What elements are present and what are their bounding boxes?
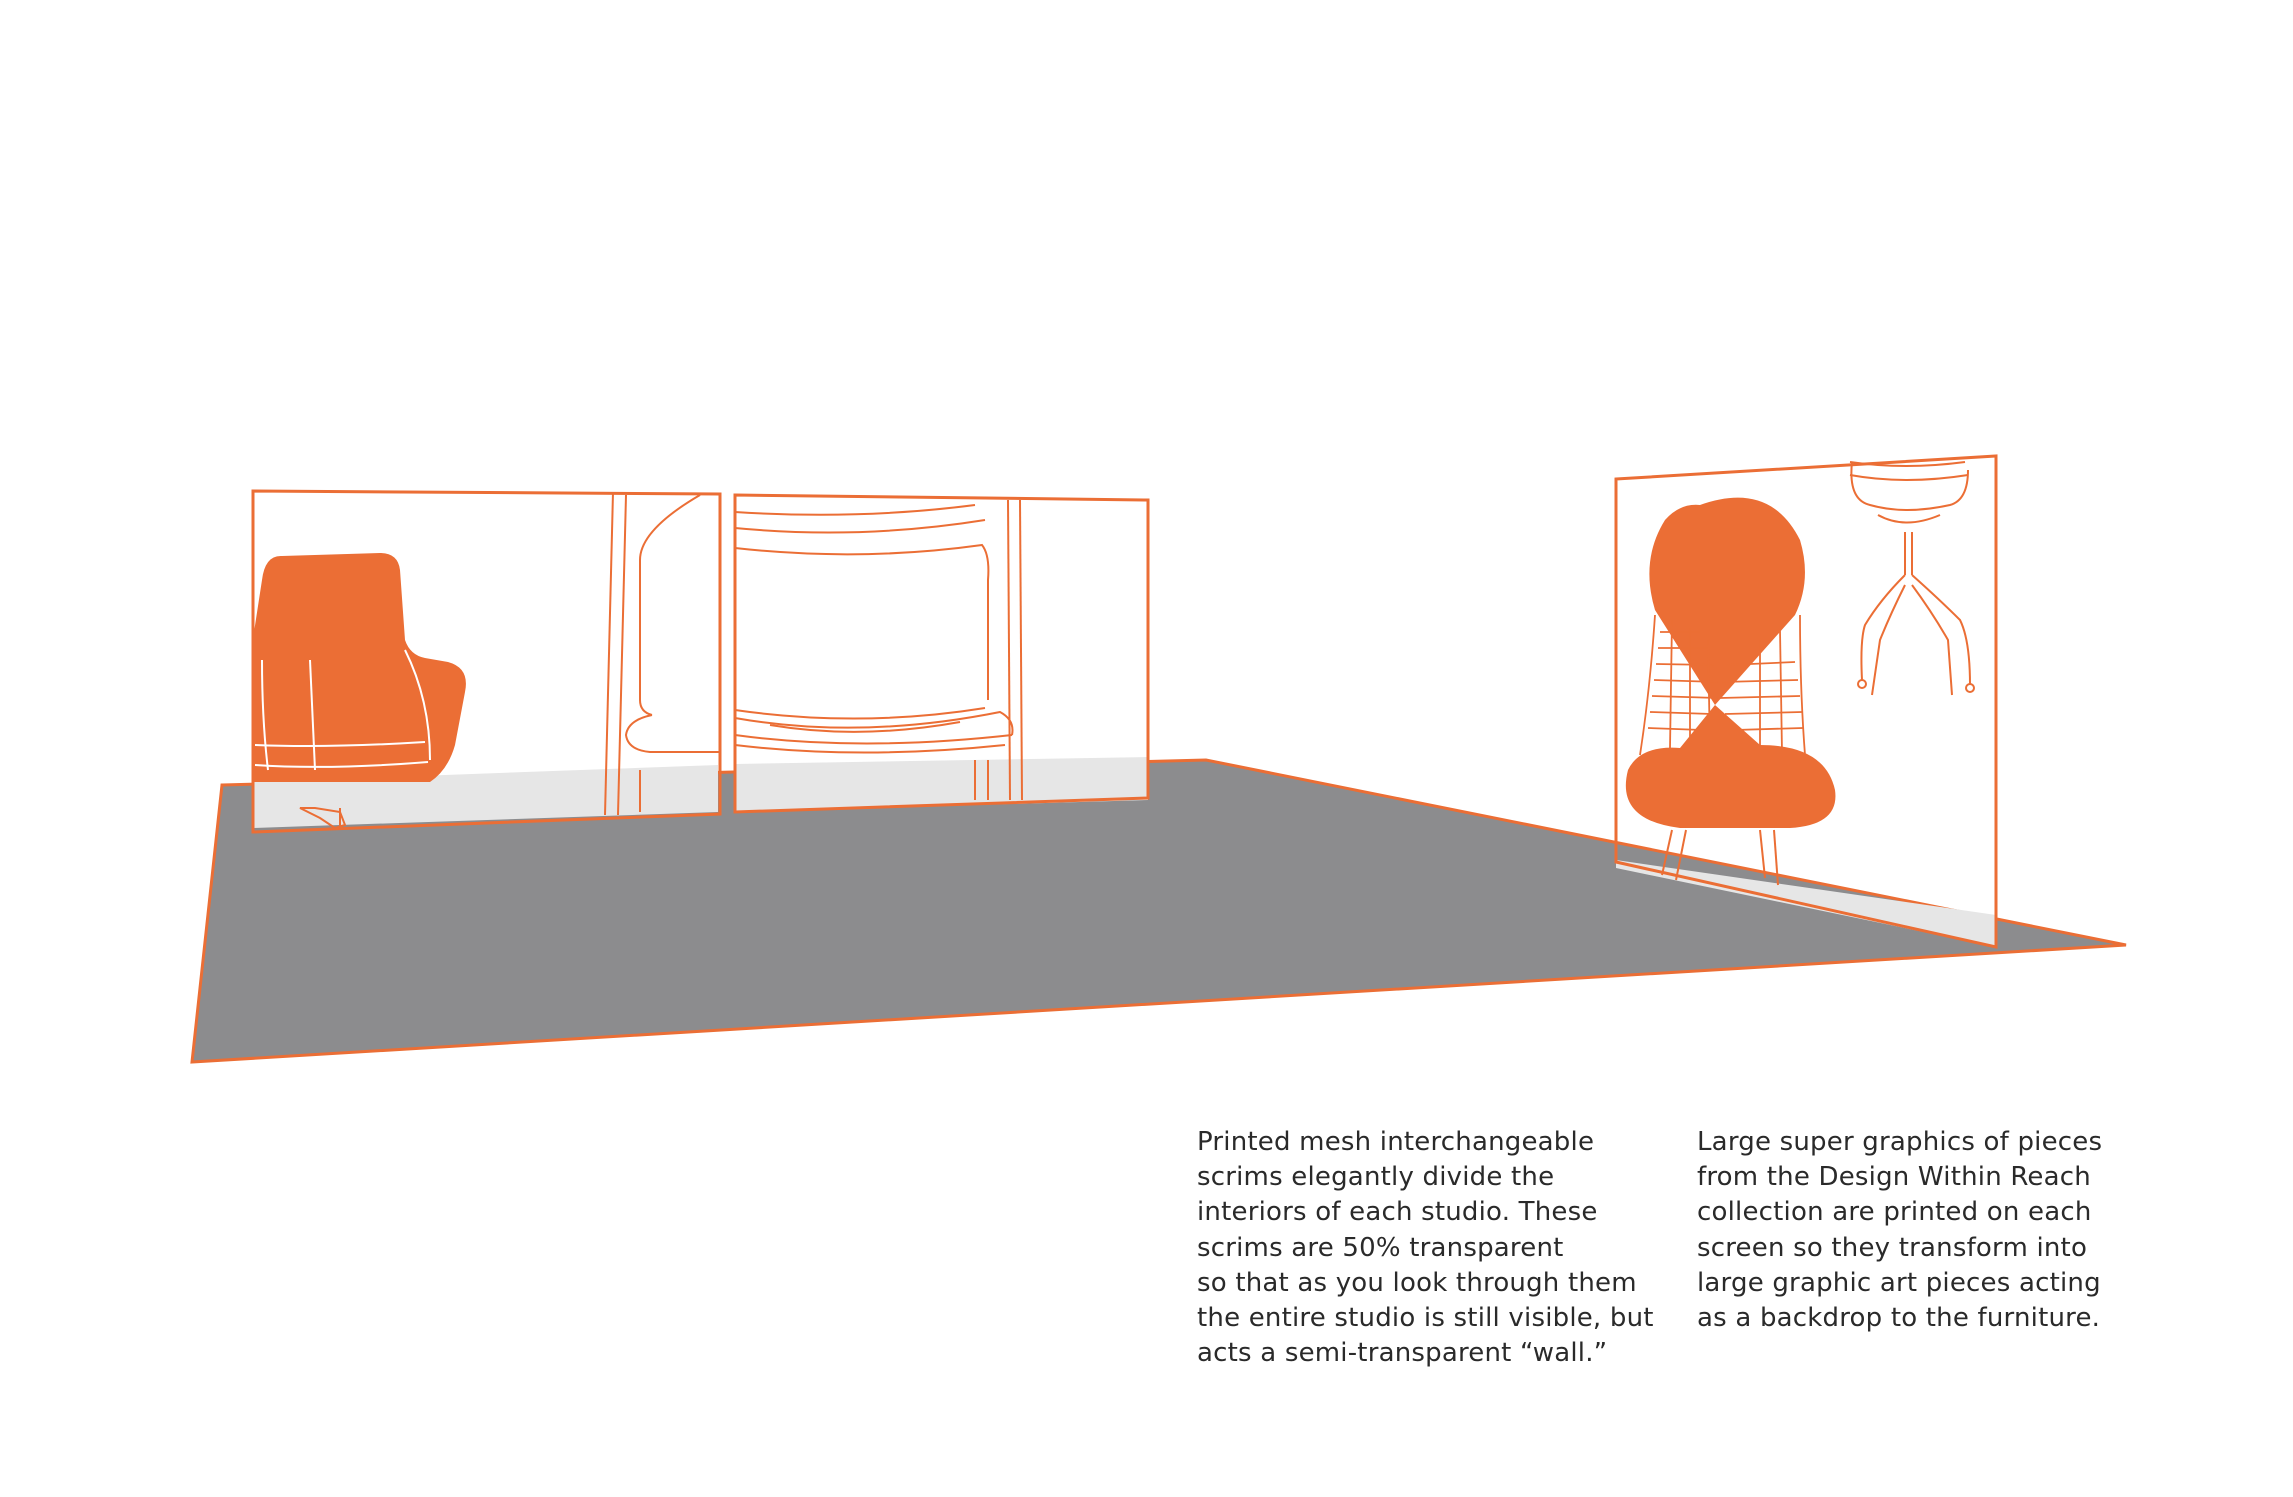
caption-line: so that as you look through them	[1197, 1267, 1637, 1298]
caption-line: large graphic art pieces acting	[1697, 1267, 2101, 1298]
caption-line: the entire studio is still visible, but	[1197, 1303, 1654, 1334]
scrim-frame-middle	[733, 493, 1150, 814]
caption-line: scrims are 50% transparent	[1197, 1232, 1564, 1263]
scrim-middle-base-strip	[735, 757, 1148, 812]
caption-line: screen so they transform into	[1697, 1232, 2088, 1263]
wire-chair-outline-graphic	[734, 499, 1023, 801]
scrim-panel-middle	[733, 493, 1150, 814]
caption-line: interiors of each studio. These	[1197, 1197, 1598, 1228]
scrim-panel-right	[1614, 454, 1998, 949]
caption-line: Large super graphics of pieces	[1697, 1127, 2103, 1157]
ghost-chair-outline-left	[604, 491, 720, 816]
caption-line: scrims elegantly divide the	[1197, 1162, 1555, 1193]
scrim-frame-left	[251, 489, 722, 834]
wire-chair-seat-pad	[1625, 705, 1836, 828]
caption-line: acts a semi-transparent “wall.”	[1197, 1338, 1608, 1369]
scrim-panel-left	[251, 489, 722, 834]
ghost-stool-graphic	[1849, 461, 1975, 696]
caption-line: collection are printed on each	[1697, 1197, 2092, 1228]
lounge-chair-graphic	[252, 553, 466, 830]
scrim-frame-right	[1614, 454, 1998, 949]
wire-chair-legs	[1661, 829, 1779, 886]
caption-super-graphics-description: Large super graphics of pieces from the …	[1697, 1125, 2102, 1336]
caption-line: from the Design Within Reach	[1697, 1162, 2091, 1193]
wire-chair-mesh	[1639, 614, 1806, 756]
caption-line: as a backdrop to the furniture.	[1697, 1303, 2101, 1334]
caption-scrims-description: Printed mesh interchangeable scrims eleg…	[1197, 1125, 1654, 1371]
caption-line: Printed mesh interchangeable	[1197, 1127, 1595, 1157]
wire-chair-back-pad	[1649, 497, 1805, 705]
